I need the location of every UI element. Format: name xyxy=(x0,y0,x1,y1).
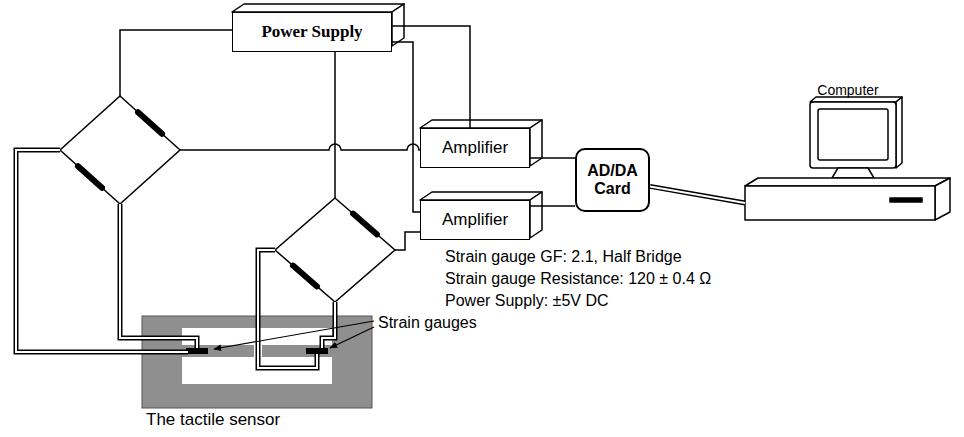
monitor-side-face xyxy=(896,97,902,168)
spec-note: Strain gauge Resistance: 120 ± 0.4 Ω xyxy=(445,270,711,288)
node-text: Amplifier xyxy=(442,138,508,158)
box-side-face xyxy=(530,120,542,166)
wire-pair xyxy=(258,250,317,368)
wire-pair xyxy=(120,204,197,348)
resistor-symbol xyxy=(353,214,377,235)
wire-pair-gap xyxy=(322,302,335,348)
connector-line xyxy=(392,42,420,212)
node-text: Computer xyxy=(745,82,951,98)
box-top-face xyxy=(420,192,542,200)
connector xyxy=(530,158,575,159)
strain-gauge xyxy=(306,348,328,354)
half-bridge xyxy=(60,96,180,204)
tactile-sensor: The tactile sensor xyxy=(142,316,372,408)
case-top-face xyxy=(745,178,950,186)
spec-note: Strain gauge GF: 2.1, Half Bridge xyxy=(445,248,682,266)
amplifier-box: Amplifier xyxy=(420,128,530,168)
box-top-face xyxy=(232,4,404,12)
wire xyxy=(180,144,420,150)
monitor-screen xyxy=(818,109,888,160)
resistor-symbol xyxy=(138,112,162,134)
spec-note: Power Supply: ±5V DC xyxy=(445,292,609,310)
amplifier-box: Amplifier xyxy=(420,200,530,240)
node-text: AD/DA Card xyxy=(583,162,642,199)
node-text: The tactile sensor xyxy=(146,410,280,430)
callout-label: Strain gauges xyxy=(378,314,477,332)
connector-line xyxy=(530,157,575,159)
box-top-face xyxy=(420,120,542,128)
half-bridge xyxy=(275,198,395,302)
connector xyxy=(530,206,575,207)
leader-line xyxy=(214,321,374,349)
power-supply-box: Power Supply xyxy=(232,12,392,52)
leader-line xyxy=(330,327,374,348)
monitor-stand xyxy=(832,168,874,178)
node-text: Amplifier xyxy=(442,210,508,230)
box-side-face xyxy=(392,4,404,46)
wire-pair-gap xyxy=(16,150,188,352)
wire-pair-gap xyxy=(120,204,197,348)
box-side-face xyxy=(530,192,542,238)
computer-case xyxy=(745,186,935,220)
connector xyxy=(650,186,745,203)
wire xyxy=(120,30,232,96)
case-side-face xyxy=(935,178,950,220)
strain-gauge xyxy=(186,348,208,354)
sensor-beam xyxy=(182,345,254,357)
wire-pair xyxy=(322,302,335,348)
monitor xyxy=(810,102,896,168)
wire-pair xyxy=(16,150,188,352)
resistor-symbol xyxy=(78,166,102,188)
wire xyxy=(395,232,420,250)
adda-card-box: AD/DA Card xyxy=(575,148,650,212)
wire-pair-gap xyxy=(258,250,317,368)
connector-line xyxy=(650,186,745,203)
wire xyxy=(334,46,336,198)
connector xyxy=(392,42,420,212)
connector-line xyxy=(530,205,575,207)
computer-icon: Computer xyxy=(745,80,951,222)
node-text: Power Supply xyxy=(261,22,362,42)
drive-slot xyxy=(890,198,922,202)
resistor-symbol xyxy=(293,266,317,287)
connector-gap xyxy=(650,186,745,203)
